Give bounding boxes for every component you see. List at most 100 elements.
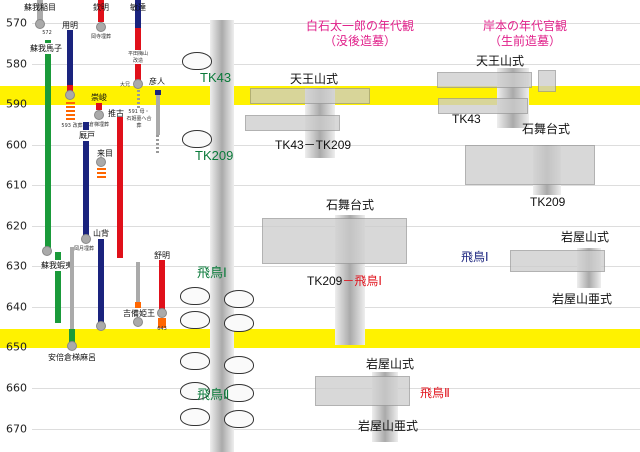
suiko-bar <box>117 117 123 258</box>
abe-death-marker <box>67 341 77 351</box>
kibi-death-marker <box>133 317 143 327</box>
kishimoto-title: 岸本の年代官観 （生前造墓） <box>483 19 567 49</box>
pottery-timeline-column <box>210 20 234 452</box>
tomb-drawing-tk43 <box>245 115 340 131</box>
kume-burial <box>97 168 106 179</box>
pottery-icon <box>180 311 210 329</box>
yamashiro-bar <box>98 234 104 326</box>
label-asuka2-red: 飛鳥Ⅱ <box>420 386 450 400</box>
note-okadera: 岡寺埋葬 <box>90 34 112 40</box>
jomei-bar <box>159 260 165 313</box>
kibi-bar <box>136 262 140 302</box>
pottery-icon <box>182 52 212 70</box>
label-asuka1-red: －飛鳥Ⅰ <box>342 274 382 288</box>
label-tennozan-shiraishi: 天王山式 <box>290 72 339 86</box>
suiko-label: 推古 <box>108 109 124 118</box>
note-okatsuki: 岡月埋葬 <box>73 246 95 252</box>
label-iwayayama-a-kishimoto: 岩屋山亜式 <box>552 292 613 306</box>
label-tennozan-kishimoto: 天王山式 <box>476 54 525 68</box>
jomei-label: 舒明 <box>154 251 170 260</box>
bidatsu-dotted <box>137 90 140 108</box>
yomei-label: 用明 <box>62 21 78 30</box>
pottery-icon <box>180 352 210 370</box>
highlight-band-646 <box>0 329 640 348</box>
grid-670 <box>32 429 640 430</box>
label-tk209-kishimoto: TK209 <box>530 195 566 209</box>
y-tick: 640 <box>6 300 27 314</box>
pottery-icon <box>224 290 254 308</box>
pottery-icon <box>182 130 212 148</box>
shiraishi-title: 白石太一郎の年代観 （没後造墓） <box>306 19 414 49</box>
shiraishi-title-line1: 白石太一郎の年代観 <box>305 19 415 33</box>
y-tick: 670 <box>6 422 27 436</box>
shiraishi-title-line2: （没後造墓） <box>323 34 397 48</box>
yomei-death-marker <box>65 90 75 100</box>
hikohito-bar-gray <box>156 95 160 135</box>
pottery-label-tk43: TK43 <box>200 70 232 85</box>
tomb-drawing-tennozan-k <box>437 72 532 88</box>
y-tick: 620 <box>6 219 27 233</box>
iname-death-marker <box>35 19 45 29</box>
y-tick: 590 <box>6 97 27 111</box>
label-ishibutai-kishimoto: 石舞台式 <box>522 122 571 136</box>
umayado-label: 厩戸 <box>79 130 95 141</box>
y-tick: 580 <box>6 57 27 71</box>
note-kaiso: 593 改葬 <box>61 123 83 129</box>
pottery-label-tk209: TK209 <box>195 148 234 163</box>
label-tk43-kishimoto: TK43 <box>452 112 481 126</box>
tomb-drawing-tk43-k <box>438 98 528 114</box>
jomei-death-marker <box>157 308 167 318</box>
label-iwayayama-shiraishi: 岩屋山式 <box>366 357 415 371</box>
hikohito-label: 彦人 <box>149 77 165 86</box>
y-tick: 610 <box>6 178 27 192</box>
kibi-label: 吉備姫王 <box>123 308 155 319</box>
emishi-label: 蘇我蝦夷 <box>41 260 73 271</box>
kinmei-label: 欽明 <box>93 3 109 12</box>
note-643: 643 <box>157 326 167 332</box>
y-tick: 630 <box>6 259 27 273</box>
yomei-reburial <box>66 102 75 120</box>
yamashiro-death-marker <box>96 321 106 331</box>
pottery-icon <box>224 314 254 332</box>
pottery-icon <box>224 356 254 374</box>
iname-bar <box>37 0 43 22</box>
bidatsu-bar <box>135 0 141 28</box>
umako-death-marker <box>42 246 52 256</box>
y-tick: 570 <box>6 16 27 30</box>
kinmei-bar <box>98 0 104 22</box>
note-572: 572 <box>42 30 52 36</box>
umayado-bar <box>83 122 89 239</box>
kume-label: 来目 <box>97 149 113 158</box>
tomb-drawing-small <box>538 70 556 92</box>
pottery-icon <box>180 382 210 400</box>
hikohito-dotted <box>156 135 159 155</box>
pottery-label-asuka2: 飛鳥Ⅱ <box>197 387 230 402</box>
pottery-label-asuka1: 飛鳥Ⅰ <box>197 265 227 280</box>
umayado-death-marker <box>81 234 91 244</box>
y-tick: 600 <box>6 138 27 152</box>
label-asuka1-blue: 飛鳥Ⅰ <box>461 250 489 264</box>
label-iwayayama-kishimoto: 岩屋山式 <box>561 230 610 244</box>
y-tick: 650 <box>6 340 27 354</box>
umako-bar <box>45 40 51 252</box>
jomei-bar-orange <box>158 318 166 328</box>
bidatsu-death-marker <box>133 79 143 89</box>
abe-bar <box>70 247 74 329</box>
bidatsu-label: 敏達 <box>130 3 146 12</box>
grid-610 <box>32 185 640 186</box>
abe-bar-green <box>69 329 75 347</box>
kume-death-marker <box>96 157 106 167</box>
iname-label: 蘇我稲目 <box>24 3 56 12</box>
pottery-icon <box>224 384 254 402</box>
kishimoto-title-line2: （生前造墓） <box>488 34 562 48</box>
hikohito-bar <box>155 90 161 95</box>
tomb-drawing-ishibutai-k <box>465 145 595 185</box>
note-hirata: 平田梅山改造 <box>127 50 149 64</box>
kinmei-death-marker <box>96 22 106 32</box>
label-tk209-asuka1: TK209－飛鳥Ⅰ <box>307 272 382 289</box>
note-kurahashi: 倉梯埋葬 <box>88 122 110 128</box>
note-oe: 大兄 <box>119 82 131 88</box>
sushun-death-marker <box>94 110 104 120</box>
yamashiro-label: 山背 <box>93 228 109 239</box>
sushun-label: 崇峻 <box>91 92 107 103</box>
